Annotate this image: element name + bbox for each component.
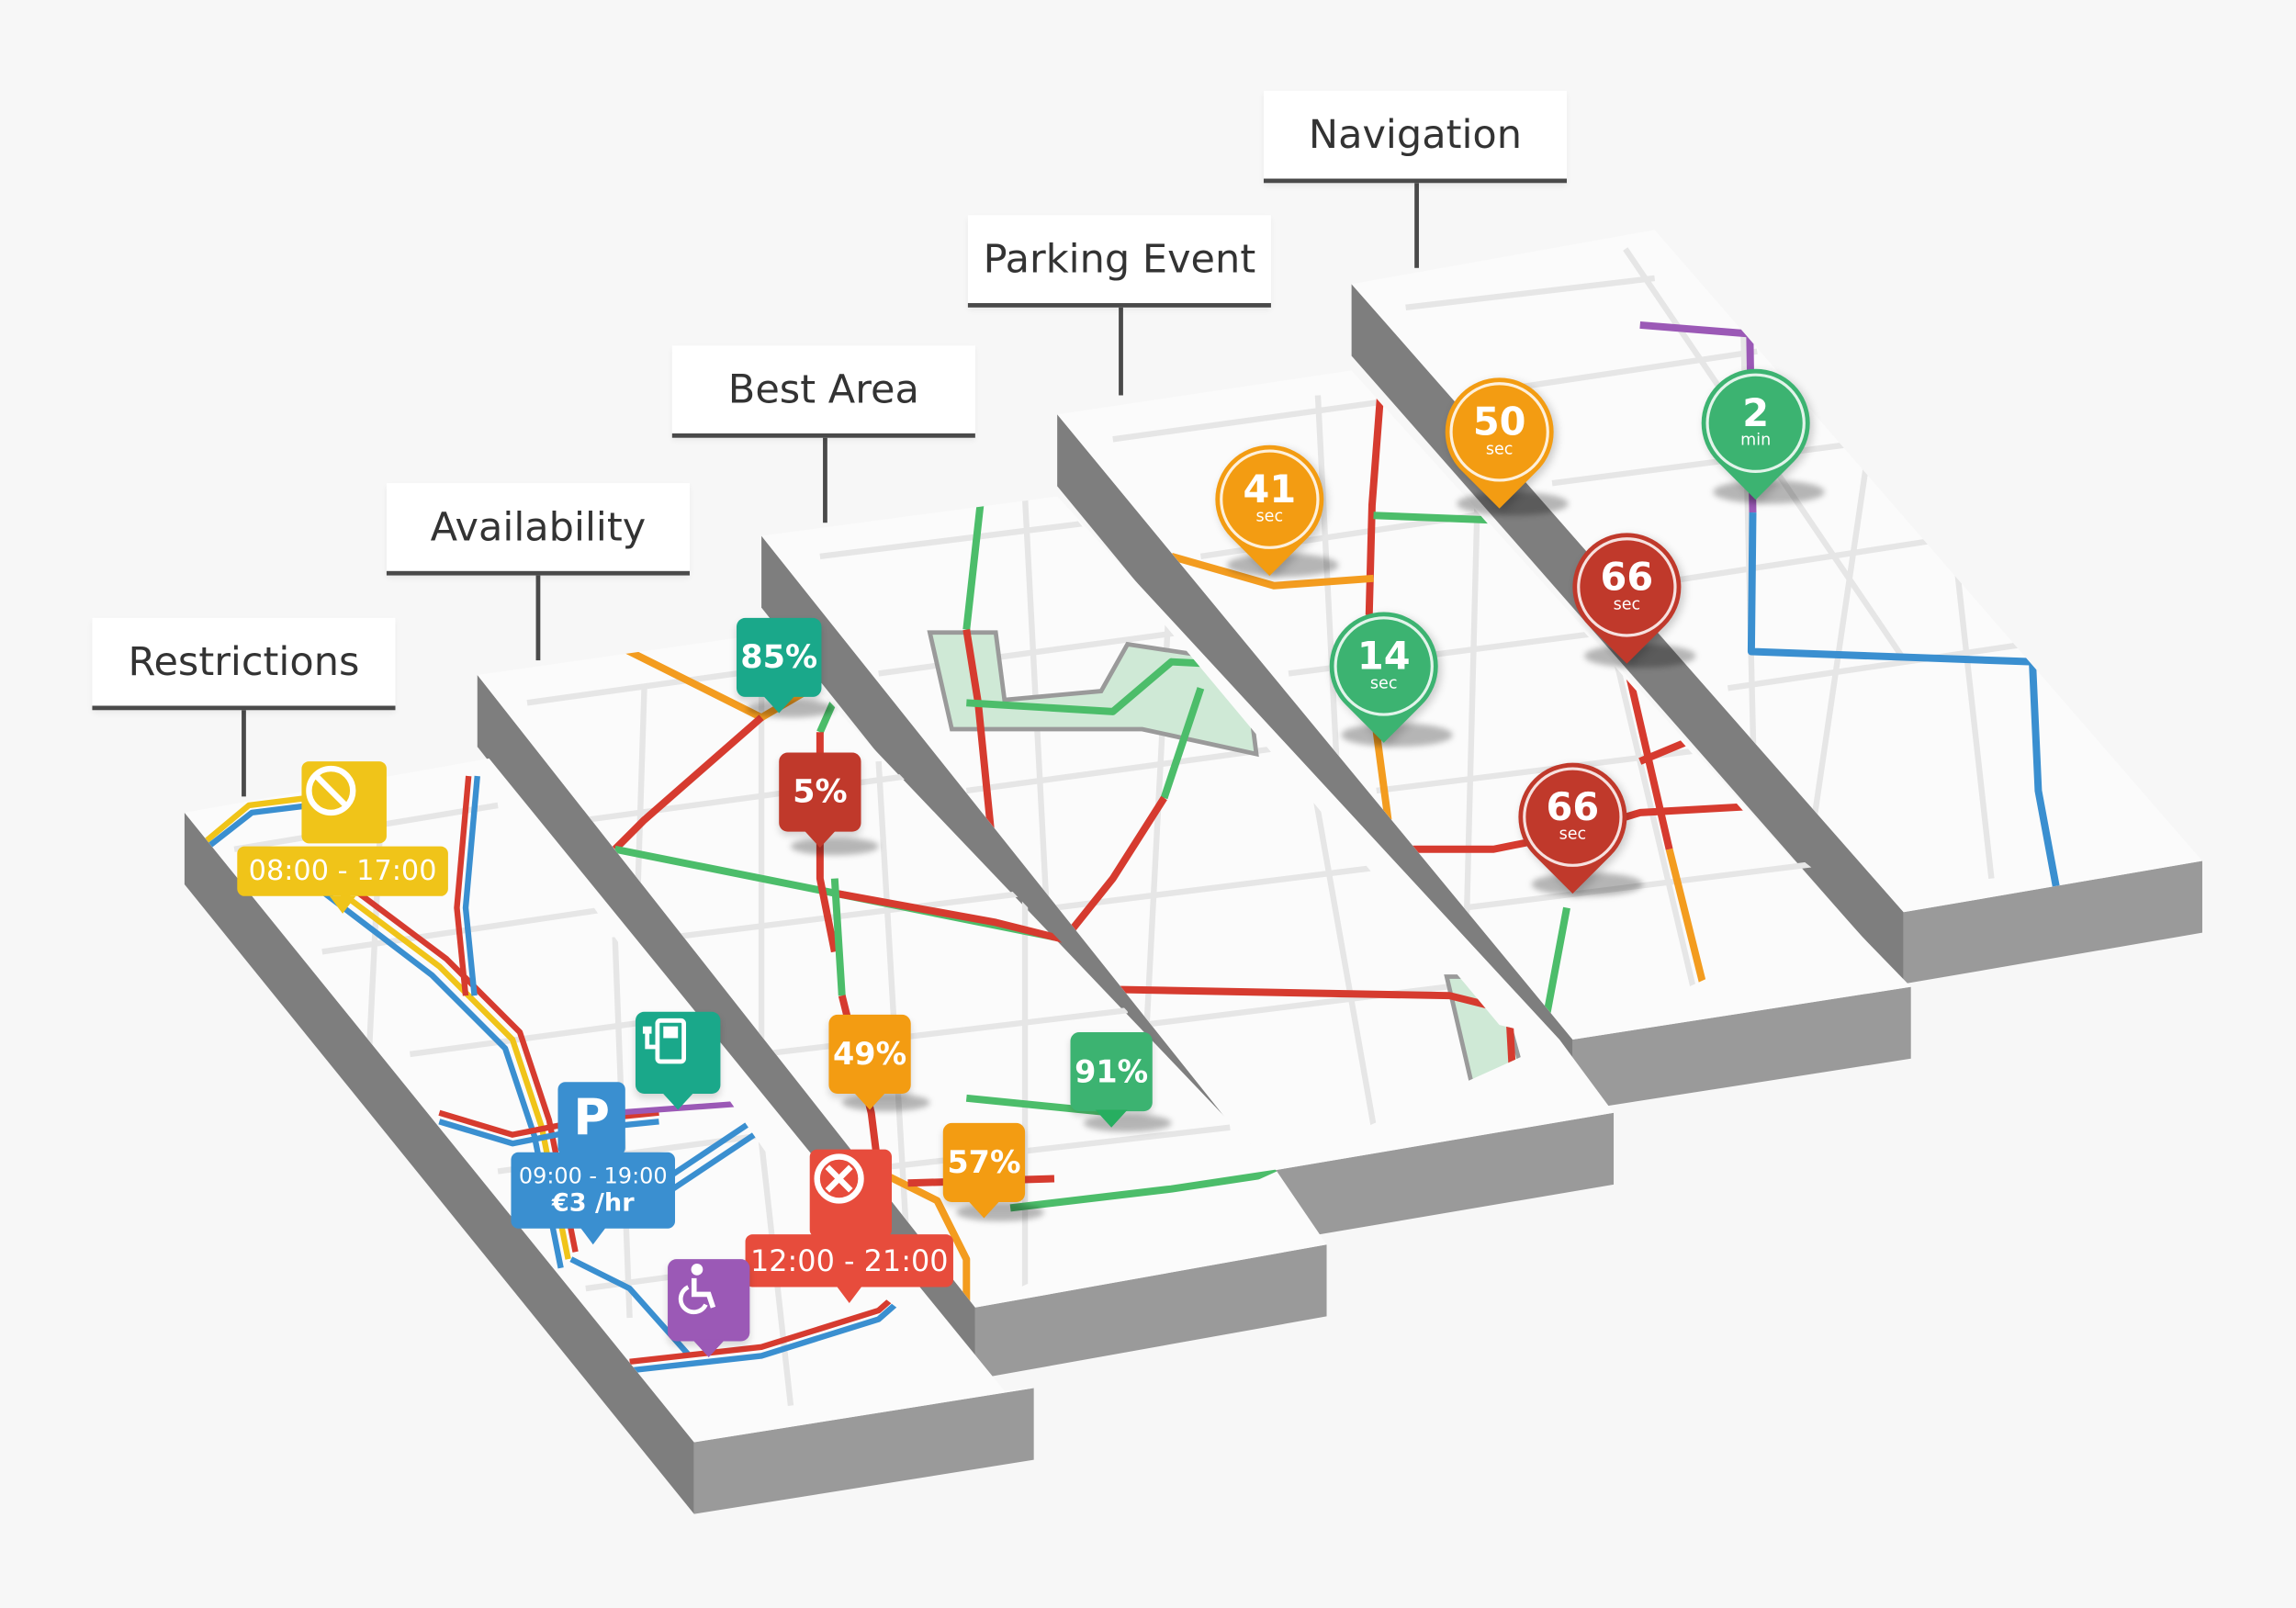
- pin-ring: [1449, 382, 1549, 482]
- marker-pointer: [580, 1227, 607, 1245]
- layer-label-availability: Availability: [386, 483, 690, 576]
- paid-parking-info: 09:00 - 19:00 €3 /hr: [511, 1152, 676, 1229]
- layer-label-parking-event: Parking Event: [967, 215, 1271, 308]
- layer-label-navigation: Navigation: [1263, 90, 1568, 184]
- ev-charging-icon: [635, 1011, 721, 1110]
- pin-ring: [1577, 537, 1677, 637]
- navigation-label-stem: [1414, 174, 1419, 268]
- parking-p-icon: P: [557, 1082, 625, 1155]
- availability-badge[interactable]: 85%: [736, 617, 822, 714]
- paid-parking-price: €3 /hr: [551, 1188, 635, 1219]
- marker-pointer: [836, 1285, 863, 1304]
- no-parking-icon: [301, 761, 387, 844]
- pin-ring: [1705, 373, 1806, 473]
- layer-label-restrictions: Restrictions: [92, 617, 396, 711]
- availability-badge[interactable]: 91%: [1070, 1032, 1153, 1128]
- wheelchair-icon: [668, 1259, 750, 1358]
- marker-pointer: [329, 895, 356, 914]
- restrictions-label-stem: [242, 705, 246, 797]
- marker-shadow: [1457, 491, 1569, 516]
- pin-ring: [1220, 449, 1320, 549]
- pin-ring: [1334, 616, 1434, 716]
- availability-badge[interactable]: 49%: [828, 1014, 911, 1110]
- layer-label-best-area: Best Area: [671, 345, 975, 438]
- no-stopping-icon: [809, 1149, 892, 1238]
- availability-badge[interactable]: 5%: [779, 752, 861, 849]
- availability-label-stem: [535, 569, 541, 661]
- no-parking-time: 08:00 - 17:00: [237, 846, 448, 896]
- best-area-label-stem: [823, 432, 827, 523]
- parking-event-label-stem: [1119, 301, 1123, 396]
- no-stopping-time: 12:00 - 21:00: [745, 1234, 953, 1288]
- paid-parking-time: 09:00 - 19:00: [518, 1162, 668, 1189]
- availability-badge[interactable]: 57%: [942, 1122, 1026, 1219]
- pin-ring: [1523, 767, 1623, 867]
